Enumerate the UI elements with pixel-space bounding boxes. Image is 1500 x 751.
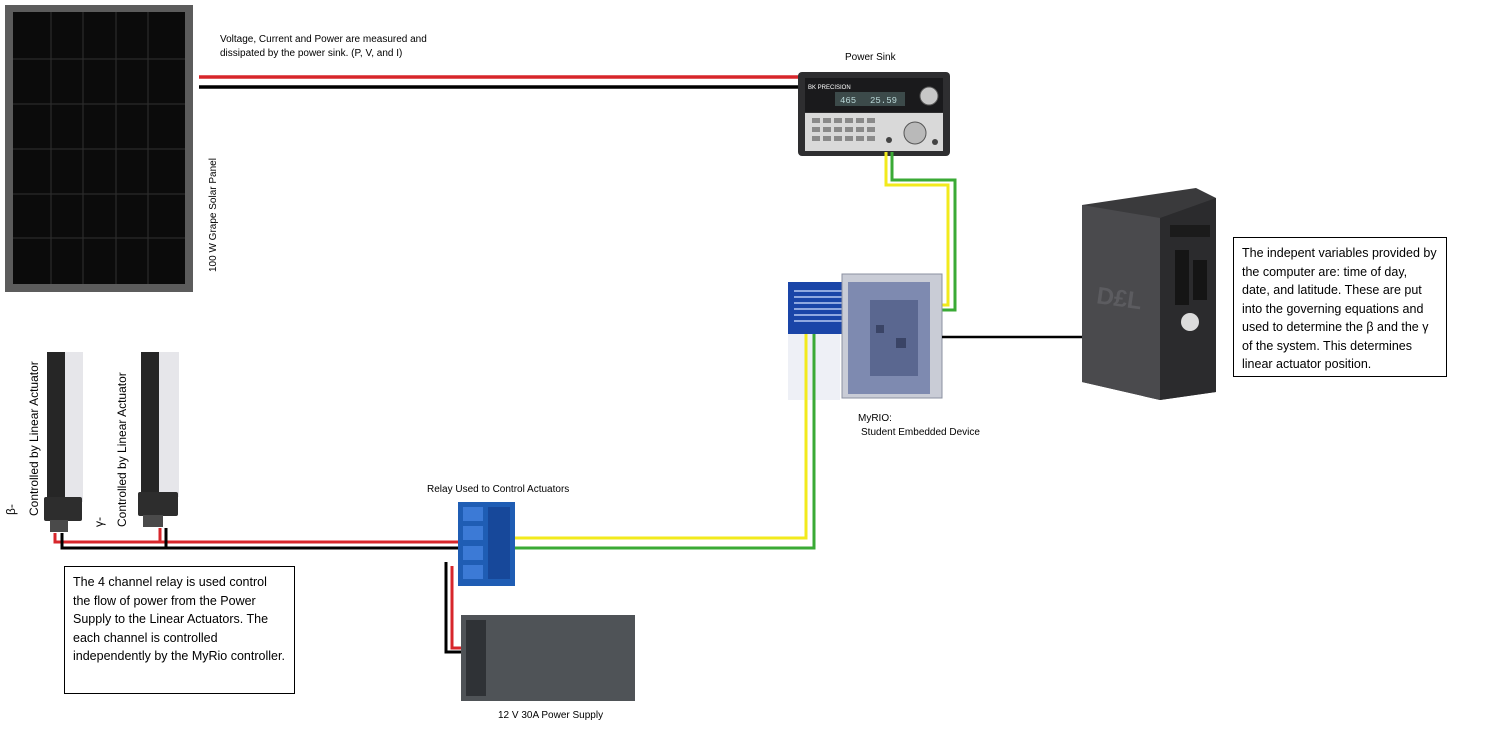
- sink-brand-text: BK PRECISION: [808, 85, 851, 91]
- gamma-symbol: γ-: [92, 517, 106, 527]
- sink-display-right: 25.59: [870, 96, 897, 106]
- svg-text:D£L: D£L: [1095, 282, 1144, 315]
- relay-module: [458, 502, 515, 586]
- sink-green-wire: [890, 152, 957, 312]
- myrio-label-line1: MyRIO:: [858, 413, 892, 424]
- psu-black-wire: [444, 562, 462, 654]
- measure-note: Voltage, Current and Power are measured …: [220, 34, 427, 59]
- solar-panel-label: 100 W Grape Solar Panel: [208, 158, 219, 272]
- power-supply-label: 12 V 30A Power Supply: [498, 710, 604, 721]
- sink-knob-top: [919, 86, 939, 106]
- relay-note-box: The 4 channel relay is used control the …: [64, 566, 295, 694]
- beta-actuator-label: Controlled by Linear Actuator: [27, 361, 41, 516]
- actuator-red-wire: [53, 533, 458, 544]
- linear-actuator-beta: [44, 352, 83, 532]
- power-sink-device: BK PRECISION 465 25.59: [798, 72, 950, 156]
- sink-display-left: 465: [840, 96, 856, 106]
- beta-symbol: β-: [4, 504, 18, 515]
- relay-label: Relay Used to Control Actuators: [427, 484, 570, 495]
- actuator-black-wire: [60, 533, 458, 550]
- power-supply-unit: [461, 615, 635, 701]
- computer-logo-badge: [1181, 313, 1199, 331]
- myrio-green-wire: [515, 334, 816, 550]
- sink-knob-bottom: [903, 121, 927, 145]
- myrio-label-line2: Student Embedded Device: [861, 427, 980, 438]
- computer-note-box: The indepent variables provided by the c…: [1233, 237, 1447, 377]
- myrio-label: MyRIO: Student Embedded Device: [858, 412, 980, 440]
- power-sink-label: Power Sink: [845, 52, 896, 63]
- myrio-device: [788, 273, 943, 400]
- solar-panel: [5, 5, 193, 292]
- psu-red-wire: [450, 566, 462, 650]
- computer-tower: D£L: [1082, 188, 1216, 400]
- linear-actuator-gamma: [138, 352, 179, 527]
- myrio-yellow-wire: [515, 334, 808, 540]
- gamma-actuator-label: Controlled by Linear Actuator: [115, 372, 129, 527]
